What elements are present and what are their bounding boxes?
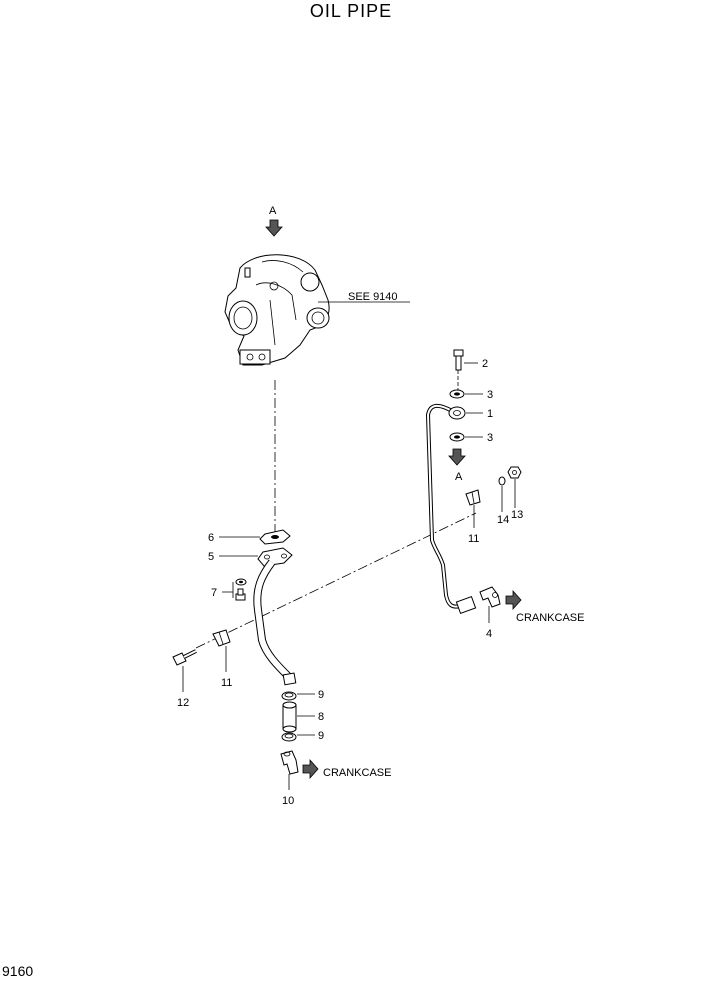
part-label-12: 12 [177,697,189,709]
view-a-label-top: A [269,205,277,217]
part-label-2: 2 [482,358,488,370]
part-label-6: 6 [208,532,214,544]
part-label-9-upper: 9 [318,689,324,701]
crankcase-arrow-lower [302,758,319,780]
part-11-clip-left [212,629,231,647]
part-3-washer-lower [449,432,465,442]
part-7-bolt-washer [235,578,247,601]
part-label-4: 4 [486,628,492,640]
part-label-7: 7 [211,587,217,599]
part-label-10: 10 [282,795,294,807]
part-14-washer [498,476,506,486]
part-label-9-lower: 9 [318,730,324,742]
view-a-arrow-top [265,219,283,237]
centerline-diagonal [195,512,477,649]
part-label-11-left: 11 [221,677,232,689]
turbocharger [224,254,330,366]
part-label-3-lower: 3 [487,432,493,444]
part-13-nut [507,466,522,479]
part-label-3-upper: 3 [487,389,493,401]
page-number: 9160 [2,963,34,979]
part-label-13: 13 [511,509,523,521]
part-label-11-right: 11 [468,533,479,545]
page-title: OIL PIPE [309,1,393,21]
see-9140-label: SEE 9140 [348,291,398,303]
part-5-oil-return-pipe [253,547,297,686]
view-a-arrow-bottom [448,448,466,466]
view-a-label-bottom: A [455,471,463,483]
leader-7 [222,582,234,598]
part-label-5: 5 [208,551,214,563]
part-3-washer-upper [449,389,465,399]
part-label-1: 1 [487,408,493,420]
part-10-elbow-connector [280,750,299,775]
crankcase-label-upper: CRANKCASE [516,612,584,624]
part-6-gasket [259,529,291,545]
part-4-elbow-connector [479,586,501,608]
crankcase-arrow-upper [505,589,522,611]
part-9-clamp-lower [281,732,297,742]
part-11-clip-right [465,489,481,506]
part-12-bolt [172,649,197,666]
part-label-8: 8 [318,711,324,723]
part-2-banjo-bolt [453,349,464,371]
part-1-oil-supply-pipe [425,403,477,615]
part-label-14: 14 [497,514,509,526]
crankcase-label-lower: CRANKCASE [323,767,391,779]
part-9-clamp-upper [281,691,297,701]
part-8-hose [282,701,297,733]
